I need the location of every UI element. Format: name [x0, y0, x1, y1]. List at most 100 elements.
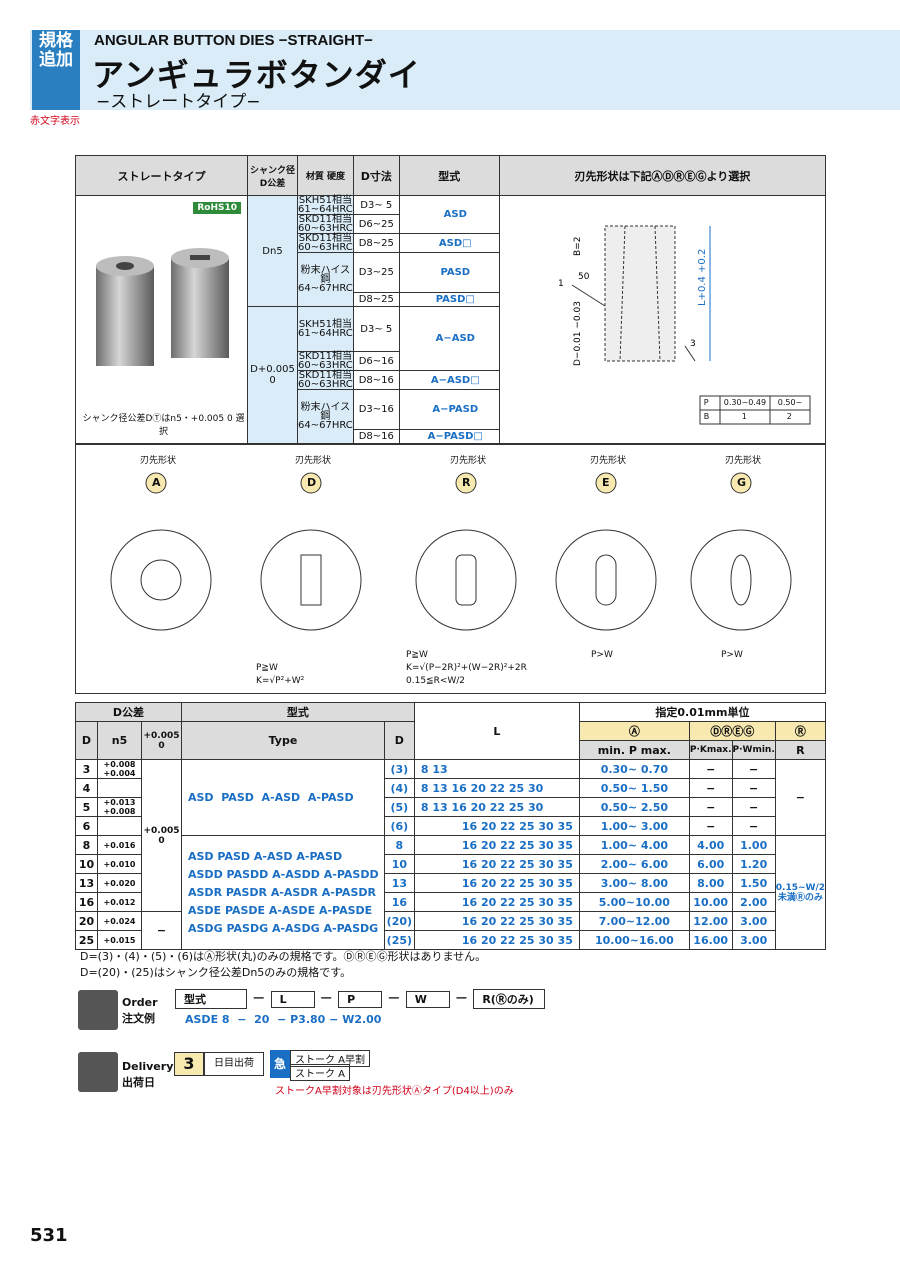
- spec-added-tag: 規格追加: [32, 30, 80, 110]
- col-d-tol: D公差: [75, 702, 182, 722]
- order-fields: 型式 − L − P − W − R(Ⓡのみ): [175, 988, 546, 1009]
- sub-type: Type: [181, 721, 385, 760]
- cell-n5: +0.008 +0.004: [97, 759, 142, 779]
- svg-text:B=2: B=2: [573, 237, 583, 256]
- type-code: A-ASDD: [272, 867, 320, 881]
- type-code: ASD: [188, 790, 214, 804]
- cell-n5: +0.016: [97, 835, 142, 855]
- svg-text:50: 50: [578, 272, 590, 282]
- delivery-label-en: Delivery: [122, 1060, 174, 1073]
- order-field: R(Ⓡのみ): [473, 989, 546, 1009]
- shape-code-e: E: [602, 476, 610, 489]
- delivery-note: ストークA早割対象は刃先形状Ⓐタイプ(D4以上)のみ: [275, 1086, 514, 1097]
- d-size: D8~25: [352, 292, 400, 307]
- cell-p: 2.00~ 6.00: [578, 854, 690, 874]
- cell-d: 4: [75, 778, 98, 798]
- d-size: D3~ 5: [352, 195, 400, 215]
- material: SKH51相当 61~64HRC: [297, 306, 354, 352]
- svg-text:L+0.4 +0.2: L+0.4 +0.2: [697, 249, 708, 306]
- cell-pk: −: [688, 797, 733, 817]
- type-code: A-PASDG: [323, 921, 379, 935]
- type-code: A-PASDR: [321, 885, 376, 899]
- cell-dd: (6): [383, 816, 415, 836]
- material: 粉末ハイス鋼 64~67HRC: [297, 389, 354, 444]
- phone-icon: [78, 990, 118, 1030]
- type-code: ASD: [188, 849, 214, 863]
- cell-pk: 10.00: [688, 892, 733, 912]
- type-group-2: ASD PASD A-ASD A-PASD ASDD PASDD A-ASDD …: [181, 835, 385, 950]
- truck-icon: [78, 1052, 118, 1092]
- cell-pw: −: [731, 759, 776, 779]
- sub-n5: n5: [97, 721, 142, 760]
- cell-pw: 3.00: [731, 930, 776, 950]
- cell-p: 3.00~ 8.00: [578, 873, 690, 893]
- tip-shapes-diagram: [110, 472, 792, 631]
- cell-p: 0.50~ 1.50: [578, 778, 690, 798]
- model-code: A−ASD□: [398, 370, 500, 390]
- type-group-1: ASD PASD A-ASD A-PASD: [181, 759, 385, 836]
- sub-dd: D: [383, 721, 415, 760]
- page-number: 531: [30, 1225, 68, 1246]
- order-field: P: [338, 991, 383, 1008]
- cell-n5: +0.012: [97, 892, 142, 912]
- sub-pw: P·Wmin.: [731, 740, 776, 760]
- cell-p: 0.30~ 0.70: [578, 759, 690, 779]
- shape-label: 刃先形状: [140, 456, 177, 466]
- cell-n5: [97, 778, 142, 798]
- col-drg: ⒹⓇⒺⒼ: [688, 721, 776, 741]
- d-size: D3~16: [352, 389, 400, 430]
- cell-d: 3: [75, 759, 98, 779]
- tip-shapes-panel: 刃先形状 A 刃先形状 D 刃先形状 R 刃先形状 E 刃先形状 G P≧W K…: [75, 444, 826, 694]
- dimension-diagram-cell: 1 50 B=2 L+0.4 +0.2 D−0.01 −0.03 3 P B 0…: [498, 195, 827, 444]
- sub-p: min. P max.: [578, 740, 690, 760]
- cell-dd: (25): [383, 930, 415, 950]
- express-1: ストーク A早割: [290, 1050, 371, 1067]
- model-code: ASD□: [398, 233, 500, 253]
- cell-l: 8 13: [413, 759, 580, 779]
- type-code: ASDG: [188, 921, 223, 935]
- shape-g-note: P>W: [721, 650, 743, 660]
- col-type: 型式: [181, 702, 415, 722]
- cell-d: 10: [75, 854, 98, 874]
- cell-n5: +0.010: [97, 854, 142, 874]
- dimension-diagram: 1 50 B=2 L+0.4 +0.2 D−0.01 −0.03 3: [558, 225, 811, 425]
- order-field: W: [405, 991, 450, 1008]
- order-field: 型式: [175, 989, 247, 1009]
- shape-label: 刃先形状: [450, 456, 487, 466]
- cell-dd: 8: [383, 835, 415, 855]
- table-row: 5 +0.013 +0.008 (5) 8 13 16 20 22 25 30 …: [75, 797, 826, 817]
- type-code: A-ASD: [261, 790, 301, 804]
- order-label-jp: 注文例: [122, 1012, 155, 1025]
- d-size: D6~25: [352, 214, 400, 234]
- cell-l: 16 20 22 25 30 35: [413, 892, 580, 912]
- unit-label: 指定0.01mm単位: [578, 702, 827, 722]
- d-size: D8~16: [352, 370, 400, 390]
- model-code: A−PASD: [398, 389, 500, 430]
- type-code: A-ASDE: [268, 903, 316, 917]
- model-code: A−PASD□: [398, 429, 500, 444]
- cell-n5: +0.013 +0.008: [97, 797, 142, 817]
- d-size: D3~ 5: [352, 306, 400, 352]
- shape-label: 刃先形状: [590, 456, 627, 466]
- express-2: ストーク A: [290, 1064, 351, 1081]
- d-size: D8~16: [352, 429, 400, 444]
- order-label-en: Order: [122, 996, 158, 1009]
- cell-l: 16 20 22 25 30 35: [413, 835, 580, 855]
- cell-pk: 12.00: [688, 911, 733, 931]
- col-header-model: 型式: [398, 155, 500, 196]
- type-code: A-PASDE: [318, 903, 373, 917]
- model-code: PASD: [398, 252, 500, 293]
- delivery-days-label: 日目出荷: [204, 1052, 264, 1076]
- cell-pw: −: [731, 778, 776, 798]
- cell-dd: 13: [383, 873, 415, 893]
- model-code: A−ASD: [398, 306, 500, 371]
- type-code: PASD: [217, 849, 251, 863]
- cell-p: 1.00~ 4.00: [578, 835, 690, 855]
- cell-dd: 10: [383, 854, 415, 874]
- cell-l: 8 13 16 20 22 25 30: [413, 797, 580, 817]
- type-code: A-PASD: [307, 790, 354, 804]
- pb-p-label: P: [703, 398, 709, 407]
- product-photo-cell: RoHS10 シャンク径公差DⓉはn5・+0.005 0 選択: [75, 195, 248, 444]
- material: SKD11相当 60~63HRC: [297, 351, 354, 371]
- cell-l: 16 20 22 25 30 35: [413, 854, 580, 874]
